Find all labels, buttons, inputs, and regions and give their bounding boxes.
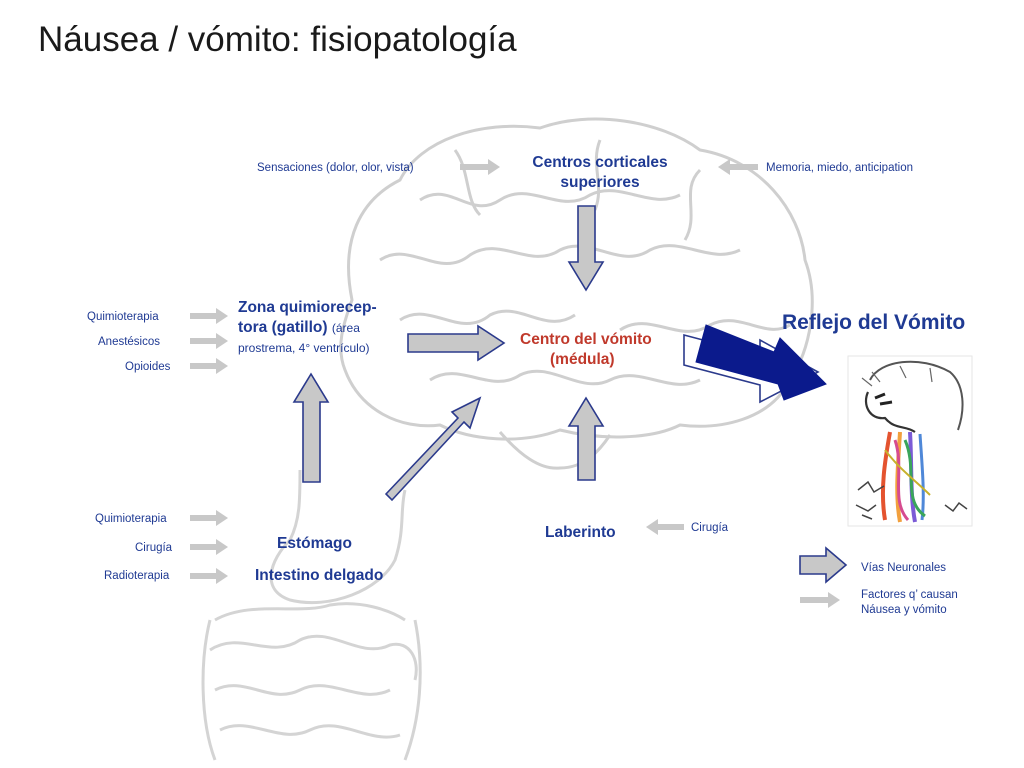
factor-anestesicos: Anestésicos — [98, 336, 161, 348]
centro-line1: Centro del vómito — [520, 331, 652, 348]
page-title: Náusea / vómito: fisiopatología — [38, 20, 517, 59]
factor-arrow-anest — [190, 333, 228, 349]
zona-note-line2: prostrema, 4° ventrículo) — [238, 341, 370, 355]
legend-factores-line1: Factores q’ causan — [861, 589, 958, 601]
factor-cirugia-estomago: Cirugía — [135, 542, 173, 554]
node-reflejo-vomito: Reflejo del Vómito — [782, 311, 966, 334]
factor-arrow-opioides — [190, 358, 228, 374]
factor-memoria: Memoria, miedo, anticipation — [766, 162, 914, 174]
arrow-estomago-to-centro — [384, 396, 482, 502]
factor-radioterapia: Radioterapia — [104, 570, 170, 582]
legend-neural-arrow — [799, 546, 848, 584]
arrow-zona-to-centro — [407, 324, 506, 362]
arrow-estomago-to-zona — [292, 372, 330, 483]
centro-line2: (médula) — [550, 351, 615, 368]
factor-opioides: Opioides — [125, 361, 171, 373]
legend-factor-arrow — [800, 592, 840, 608]
legend-vias-neuronales: Vías Neuronales — [861, 562, 947, 574]
zona-title-line1: Zona quimiorecep- — [238, 299, 377, 316]
arrow-cortical-to-centro — [567, 205, 605, 292]
factor-sensaciones: Sensaciones (dolor, olor, vista) — [257, 162, 414, 174]
node-centro-vomito: Centro del vómito (médula) — [520, 330, 680, 370]
arrow-laberinto-to-centro — [567, 396, 605, 481]
factor-quimioterapia-estomago: Quimioterapia — [95, 513, 167, 525]
vomiting-person-drawing — [847, 355, 973, 527]
factor-cirugia-laberinto: Cirugía — [691, 522, 729, 534]
factor-arrow-memoria — [718, 159, 758, 175]
legend-factores-line2: Náusea y vómito — [861, 604, 947, 616]
factor-arrow-sensaciones — [460, 159, 500, 175]
factor-arrow-quimio-zona — [190, 308, 228, 324]
node-laberinto: Laberinto — [545, 524, 616, 541]
factor-arrow-cirugia-est — [190, 539, 228, 555]
factor-arrow-radio — [190, 568, 228, 584]
node-intestino-delgado: Intestino delgado — [255, 567, 384, 584]
legend-factores: Factores q’ causan Náusea y vómito — [861, 588, 958, 618]
brain-sketch — [339, 117, 814, 470]
node-estomago: Estómago — [277, 535, 352, 552]
factor-quimioterapia-zona: Quimioterapia — [87, 311, 159, 323]
node-zona-quimioreceptora: Zona quimiorecep- tora (gatillo) (área p… — [238, 298, 413, 358]
zona-note-line1: (área — [331, 321, 360, 335]
zona-title-line2: tora (gatillo) — [238, 319, 328, 336]
node-centros-corticales: Centros corticales superiores — [532, 154, 668, 191]
factor-arrow-quimio-est — [190, 510, 228, 526]
factor-arrows — [190, 159, 840, 608]
factor-arrow-cirugia-lab — [646, 519, 684, 535]
reflex-arrow — [695, 324, 827, 401]
digestive-sketch — [201, 469, 422, 761]
